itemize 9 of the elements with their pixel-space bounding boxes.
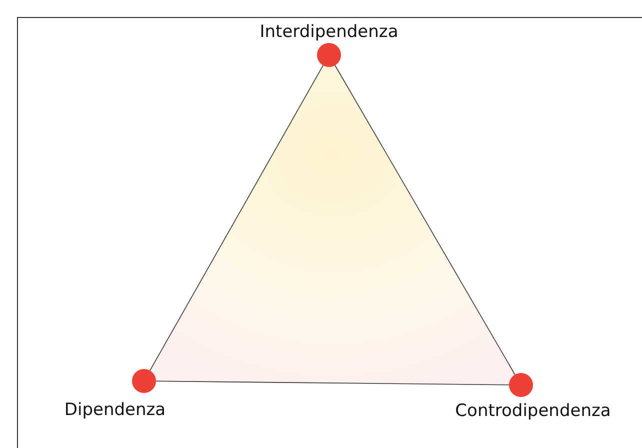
triangle-side <box>334 64 516 376</box>
vertex-dot <box>509 373 533 397</box>
triangle-side <box>156 380 510 386</box>
vertex-dot <box>132 369 156 393</box>
vertex-label: Dipendenza <box>64 400 166 420</box>
vertex-label: Interdipendenza <box>260 22 398 42</box>
vertex-dot <box>317 43 341 67</box>
triangle-side <box>150 65 324 371</box>
vertex-label: Controdipendenza <box>455 401 611 421</box>
